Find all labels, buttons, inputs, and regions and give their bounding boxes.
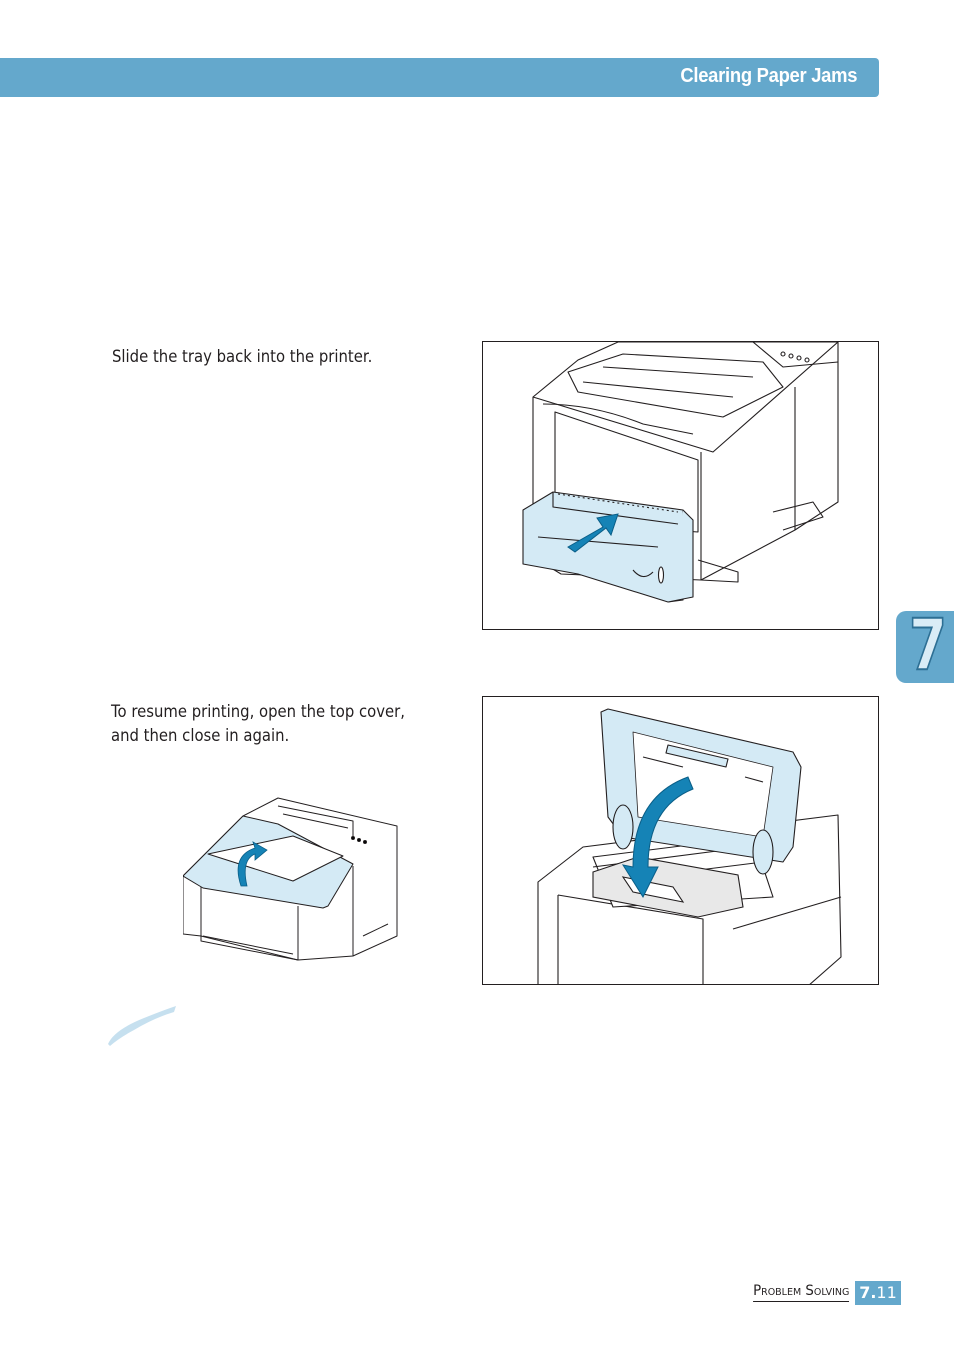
step-slide-tray-text: Slide the tray back into the printer. [112,347,373,366]
step-resume-line1: To resume printing, open the top cover, [111,702,405,721]
step-resume-line2: and then close in again. [111,726,290,745]
chapter-tab: 7 [896,604,954,686]
top-cover-illustration [183,796,399,962]
close-arrow-icon [621,776,694,899]
header-bar: Clearing Paper Jams [0,58,879,97]
brush-stroke-decoration [104,1000,180,1050]
tray-insert-illustration [482,341,879,630]
close-cover-illustration [482,696,879,985]
footer-section-name: Problem Solving [752,1281,849,1302]
footer-chapter: 7. [859,1283,877,1302]
footer-page-number: 7.11 [855,1281,901,1305]
lift-arrow-icon [237,841,268,887]
push-arrow-icon [567,513,619,553]
footer-page: 11 [876,1283,897,1302]
page-title: Clearing Paper Jams [680,65,857,87]
chapter-number: 7 [908,604,948,686]
